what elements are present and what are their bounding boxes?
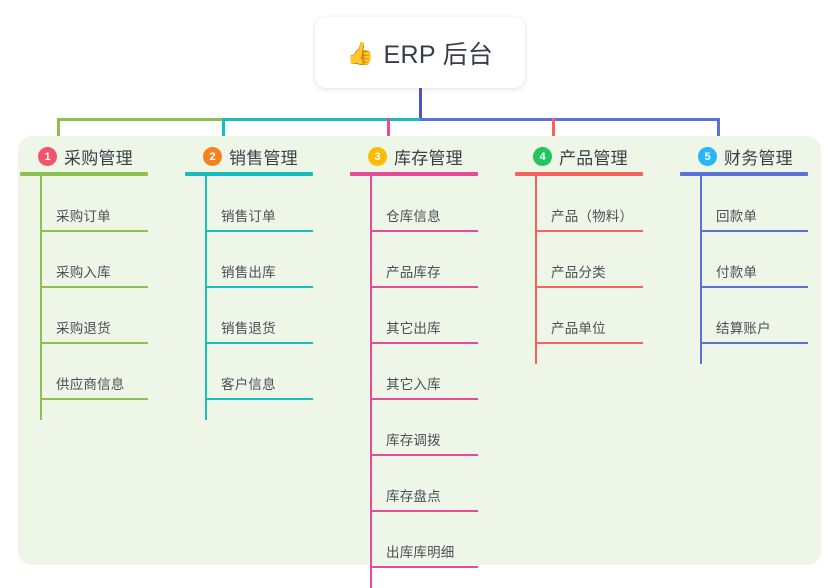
branch-leaf-underline	[535, 286, 643, 288]
branch-leaf-item[interactable]: 采购入库	[40, 250, 148, 288]
branch-leaf-label: 仓库信息	[386, 209, 441, 224]
branch-leaf-item[interactable]: 出库库明细	[370, 530, 478, 568]
branch-leaf-item[interactable]: 客户信息	[205, 362, 313, 400]
branch-leaf-item[interactable]: 销售退货	[205, 306, 313, 344]
branch-header-underline	[20, 172, 148, 176]
thumbs-up-icon: 👍	[346, 40, 375, 66]
branch-leaf-item[interactable]: 仓库信息	[370, 194, 478, 232]
branch-leaf-item[interactable]: 产品（物料）	[535, 194, 643, 232]
branch-leaf-underline	[700, 342, 808, 344]
branch-leaf-underline	[370, 286, 478, 288]
branch-header-underline	[185, 172, 313, 176]
branch-leaf-underline	[700, 286, 808, 288]
branch-header-1[interactable]: 1 采购管理	[38, 144, 133, 169]
branch-leaf-label: 销售出库	[221, 265, 276, 280]
branch-leaf-item[interactable]: 采购订单	[40, 194, 148, 232]
branch-leaf-label: 其它出库	[386, 321, 441, 336]
branch-leaf-label: 销售退货	[221, 321, 276, 336]
branch-header-5[interactable]: 5 财务管理	[698, 144, 793, 169]
root-node-title: ERP 后台	[383, 40, 494, 69]
branch-leaf-label: 产品分类	[551, 265, 606, 280]
branch-leaf-item[interactable]: 付款单	[700, 250, 808, 288]
branch-leaf-underline	[205, 286, 313, 288]
branch-leaf-item[interactable]: 产品分类	[535, 250, 643, 288]
branch-leaf-label: 出库库明细	[386, 545, 455, 560]
branch-leaf-label: 库存盘点	[386, 489, 441, 504]
branch-title: 财务管理	[724, 149, 793, 168]
branch-leaf-label: 采购退货	[56, 321, 111, 336]
branch-leaf-label: 其它入库	[386, 377, 441, 392]
branch-leaf-underline	[205, 230, 313, 232]
branch-leaf-item[interactable]: 结算账户	[700, 306, 808, 344]
branch-header-underline	[515, 172, 643, 176]
branch-header-underline	[680, 172, 808, 176]
branch-leaf-underline	[700, 230, 808, 232]
branch-leaf-label: 结算账户	[716, 321, 771, 336]
branch-header-underline	[350, 172, 478, 176]
branch-leaf-underline	[535, 230, 643, 232]
branch-leaf-item[interactable]: 其它出库	[370, 306, 478, 344]
branch-leaf-underline	[535, 342, 643, 344]
branch-leaf-item[interactable]: 库存调拨	[370, 418, 478, 456]
branch-leaf-underline	[370, 510, 478, 512]
branch-spine	[700, 176, 702, 364]
branch-leaf-label: 回款单	[716, 209, 758, 224]
branch-leaf-underline	[370, 566, 478, 568]
branch-leaf-item[interactable]: 销售订单	[205, 194, 313, 232]
branch-leaf-item[interactable]: 供应商信息	[40, 362, 148, 400]
branch-leaf-underline	[205, 398, 313, 400]
branch-number-badge: 5	[698, 147, 717, 166]
branch-spine	[40, 176, 42, 420]
branch-leaf-underline	[205, 342, 313, 344]
bus-segment-right	[420, 118, 719, 121]
branch-header-3[interactable]: 3 库存管理	[368, 144, 463, 169]
trunk-connector	[419, 88, 422, 120]
branch-leaf-label: 产品库存	[386, 265, 441, 280]
branch-leaf-label: 库存调拨	[386, 433, 441, 448]
branch-title: 产品管理	[559, 149, 628, 168]
branch-leaf-label: 销售订单	[221, 209, 276, 224]
branch-leaf-underline	[370, 342, 478, 344]
branch-leaf-underline	[370, 398, 478, 400]
branch-title: 库存管理	[394, 149, 463, 168]
branch-title: 销售管理	[229, 149, 298, 168]
branch-spine	[535, 176, 537, 364]
branch-number-badge: 2	[203, 147, 222, 166]
branch-leaf-label: 付款单	[716, 265, 758, 280]
branch-leaf-item[interactable]: 回款单	[700, 194, 808, 232]
branches-panel: 1 采购管理采购订单采购入库采购退货供应商信息 2 销售管理销售订单销售出库销售退货客…	[18, 136, 821, 588]
branch-leaf-underline	[40, 230, 148, 232]
branch-leaf-item[interactable]: 产品单位	[535, 306, 643, 344]
branch-spine	[370, 176, 372, 588]
root-node[interactable]: 👍 ERP 后台	[315, 17, 525, 88]
bus-segment-1	[57, 118, 222, 121]
branch-leaf-underline	[370, 454, 478, 456]
branch-leaf-item[interactable]: 采购退货	[40, 306, 148, 344]
bus-segment-2	[222, 118, 420, 121]
branch-leaf-underline	[40, 342, 148, 344]
branch-title: 采购管理	[64, 149, 133, 168]
branch-leaf-label: 采购入库	[56, 265, 111, 280]
branch-leaf-underline	[40, 398, 148, 400]
branch-number-badge: 4	[533, 147, 552, 166]
branch-leaf-underline	[370, 230, 478, 232]
branch-header-4[interactable]: 4 产品管理	[533, 144, 628, 169]
root-node-label: 👍 ERP 后台	[347, 35, 493, 71]
branch-leaf-underline	[40, 286, 148, 288]
branch-leaf-item[interactable]: 库存盘点	[370, 474, 478, 512]
branch-number-badge: 3	[368, 147, 387, 166]
branch-leaf-item[interactable]: 产品库存	[370, 250, 478, 288]
branch-spine	[205, 176, 207, 420]
branch-leaf-item[interactable]: 其它入库	[370, 362, 478, 400]
branch-leaf-item[interactable]: 销售出库	[205, 250, 313, 288]
branch-number-badge: 1	[38, 147, 57, 166]
branch-leaf-label: 客户信息	[221, 377, 276, 392]
branch-leaf-label: 采购订单	[56, 209, 111, 224]
branch-leaf-label: 产品（物料）	[551, 209, 634, 224]
branch-header-2[interactable]: 2 销售管理	[203, 144, 298, 169]
branch-leaf-label: 产品单位	[551, 321, 606, 336]
branch-leaf-label: 供应商信息	[56, 377, 125, 392]
